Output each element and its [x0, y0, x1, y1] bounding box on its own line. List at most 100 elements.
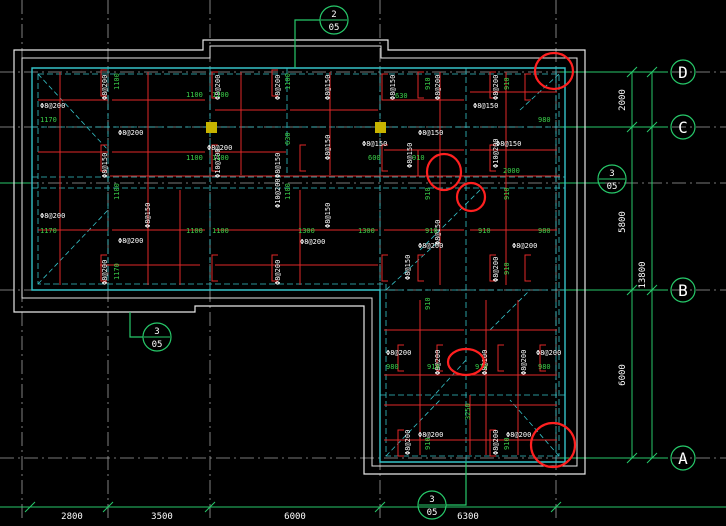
dimension-tick	[646, 284, 658, 296]
section-marker-bottom-number: 3	[429, 495, 434, 505]
slab-panels	[31, 67, 566, 463]
rebar-spec-label: Φ8@150	[362, 140, 387, 148]
yield-line	[429, 359, 467, 401]
section-marker-top-leader	[294, 19, 320, 68]
dimension-tick	[204, 501, 216, 513]
axis-bubble-c-label: C	[678, 118, 688, 137]
rebar-spec-label: Φ8@200	[434, 350, 442, 375]
length-label: 3250	[464, 403, 472, 420]
dimension-right-text: 6000	[618, 364, 628, 386]
rebar-spec-label: Φ8@200	[300, 238, 325, 246]
rebar-spec-label: Φ8@150	[473, 102, 498, 110]
rebar-hook	[489, 144, 496, 172]
markup-circle	[533, 51, 575, 91]
rebar-hook	[271, 254, 278, 282]
yield-line	[37, 209, 109, 285]
length-label: 910	[478, 227, 491, 235]
length-label: 1300	[358, 227, 375, 235]
rebar-hook	[397, 344, 404, 372]
section-marker-left-bottom-sheet: 05	[152, 340, 163, 350]
dimension-tick	[626, 452, 638, 464]
yield-line	[509, 399, 560, 457]
inner-wall-line	[21, 45, 578, 467]
rebar-spec-label: Φ8@200	[418, 242, 443, 250]
rebar-hook	[489, 429, 496, 457]
dimension-right-text: 13800	[638, 261, 648, 288]
axis-bubble-b-label: B	[678, 281, 688, 300]
axis-bubble-c	[670, 114, 696, 140]
rebar-hook	[417, 149, 424, 177]
rebar-hook	[497, 344, 504, 372]
rebar-spec-label: Φ8@200	[506, 431, 531, 439]
yield-line	[385, 239, 441, 291]
rebar-hook	[100, 144, 107, 172]
length-label: 1100	[284, 73, 292, 90]
length-label: 910	[503, 262, 511, 275]
length-label: 630	[284, 132, 292, 145]
rebar-spec-label: Φ8@150	[274, 153, 282, 178]
section-marker-left-leader	[129, 312, 143, 338]
rebar-lines	[38, 69, 560, 457]
rebar-spec-label: Φ8@200	[492, 430, 500, 455]
rebar-hook	[299, 144, 306, 172]
markup-circle	[425, 152, 463, 192]
rebar-spec-label: Φ8@150	[324, 203, 332, 228]
rebar-hook	[211, 254, 218, 282]
rebar-spec-label: Φ8@200	[101, 260, 109, 285]
length-label: 1100	[186, 91, 203, 99]
rebar-spec-label: Φ8@200	[492, 257, 500, 282]
rebar-spec-label: Φ8@150	[496, 140, 521, 148]
rebar-spec-label: Φ8@150	[144, 203, 152, 228]
rebar-spec-label: Φ8@150	[101, 153, 109, 178]
rebar-hook	[417, 254, 424, 282]
length-label: 1100	[113, 183, 121, 200]
rebar-spec-label: Φ8@200	[386, 349, 411, 357]
length-label: 910	[427, 363, 440, 371]
rebar-spec-label: Φ8@150	[406, 143, 414, 168]
rebar-hook	[381, 144, 388, 172]
markup-circle	[529, 421, 577, 469]
dimension-bottom-text: 2800	[61, 512, 83, 522]
length-label: 980	[538, 363, 551, 371]
rebar-hook	[100, 254, 107, 282]
dimension-tick	[646, 121, 658, 133]
length-label: 1100	[186, 227, 203, 235]
length-label: 1100	[113, 73, 121, 90]
axis-bubble-d-label: D	[678, 63, 688, 82]
axis-bubble-b	[670, 277, 696, 303]
dimension-tick	[550, 501, 562, 513]
dimension-bottom-text: 6300	[457, 512, 479, 522]
dimension-tick	[626, 66, 638, 78]
column	[206, 122, 217, 133]
markup-circle	[446, 347, 486, 377]
rebar-spec-label: Φ8@150	[324, 135, 332, 160]
rebar-spec-label: Φ8@200	[274, 75, 282, 100]
length-label: 910	[424, 297, 432, 310]
outer-wall-line	[13, 39, 586, 475]
rebar-spec-label: Φ8@200	[492, 75, 500, 100]
rebar-spec-label: Φ8@200	[434, 75, 442, 100]
markup-circle	[455, 181, 487, 213]
length-label: 1170	[40, 227, 57, 235]
yield-line	[489, 289, 531, 331]
dimension-tick	[646, 66, 658, 78]
length-label: 910	[424, 437, 432, 450]
rebar-hook	[271, 69, 278, 97]
slab-edge	[31, 67, 566, 463]
dimension-bottom-text: 6000	[284, 512, 306, 522]
rebar-hook	[381, 73, 388, 101]
rebar-spec-label: Φ8@200	[536, 349, 561, 357]
length-label: 1100	[212, 227, 229, 235]
section-marker-top-number: 2	[331, 10, 336, 20]
length-label: 980	[538, 116, 551, 124]
rebar-hook	[489, 254, 496, 282]
dimension-tick	[102, 501, 114, 513]
rebar-hook	[211, 71, 218, 99]
section-marker-bottom-leader	[446, 462, 467, 506]
rebar-hook	[489, 71, 496, 99]
